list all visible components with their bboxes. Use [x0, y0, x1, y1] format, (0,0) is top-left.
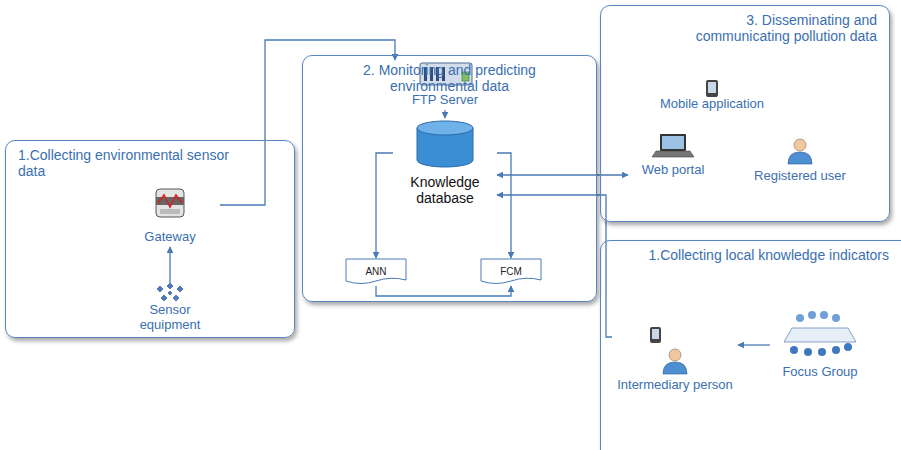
node-label: FTP Server — [412, 93, 478, 110]
region-title: 3. Disseminating and communicating pollu… — [650, 6, 889, 44]
focus-group-icon — [784, 311, 856, 356]
region-title: 2. Monitoring and predicting environment… — [318, 56, 582, 94]
database-node: Knowledge database — [393, 118, 497, 208]
flow-arrow — [169, 247, 170, 283]
gateway-icon — [156, 189, 184, 217]
flow-arrow — [444, 110, 445, 118]
laptop-icon — [652, 134, 694, 157]
region-band: 1.Collecting environmental sensor dataGa… — [5, 140, 295, 338]
node-label: Sensor equipment — [132, 303, 208, 335]
group-node: Focus Group — [770, 310, 870, 382]
flow-arrow — [497, 174, 628, 175]
node-label: Gateway — [144, 230, 195, 247]
region-band: 3. Disseminating and communicating pollu… — [600, 5, 890, 222]
server-node: FTP Server — [385, 60, 505, 110]
intermediary-icon — [650, 327, 687, 374]
phone-icon — [706, 80, 718, 97]
region-title: 1.Collecting environmental sensor data — [6, 141, 260, 179]
region-band: 1.Collecting local knowledge indicatorsI… — [600, 240, 901, 450]
flow-arrow — [376, 153, 393, 258]
node-label: ANN — [365, 266, 386, 278]
node-label: Web portal — [642, 163, 705, 180]
user-node: Registered user — [740, 138, 860, 186]
database-cylinder — [417, 121, 473, 167]
region-title: 1.Collecting local knowledge indicators — [601, 241, 901, 263]
node-label: Intermediary person — [617, 378, 733, 395]
node-label: Registered user — [754, 169, 846, 186]
node-label: Knowledge database — [397, 174, 493, 208]
sensor-icon — [157, 283, 183, 301]
node-label: Mobile application — [660, 97, 764, 114]
app-node: Mobile application — [647, 78, 777, 114]
person-node: Intermediary person — [612, 325, 738, 395]
sensor-node: Sensor equipment — [128, 283, 212, 335]
user-icon — [788, 139, 812, 164]
flow-arrow — [376, 286, 511, 296]
portal-node: Web portal — [628, 130, 718, 180]
flow-arrow — [497, 153, 511, 258]
model-document: FCM — [480, 258, 542, 286]
model-document: ANN — [345, 258, 407, 286]
gateway-node: Gateway — [120, 185, 220, 247]
node-label: Focus Group — [782, 365, 857, 382]
region-band: 2. Monitoring and predicting environment… — [302, 55, 597, 302]
node-label: FCM — [500, 266, 522, 278]
flow-arrow — [738, 344, 770, 345]
